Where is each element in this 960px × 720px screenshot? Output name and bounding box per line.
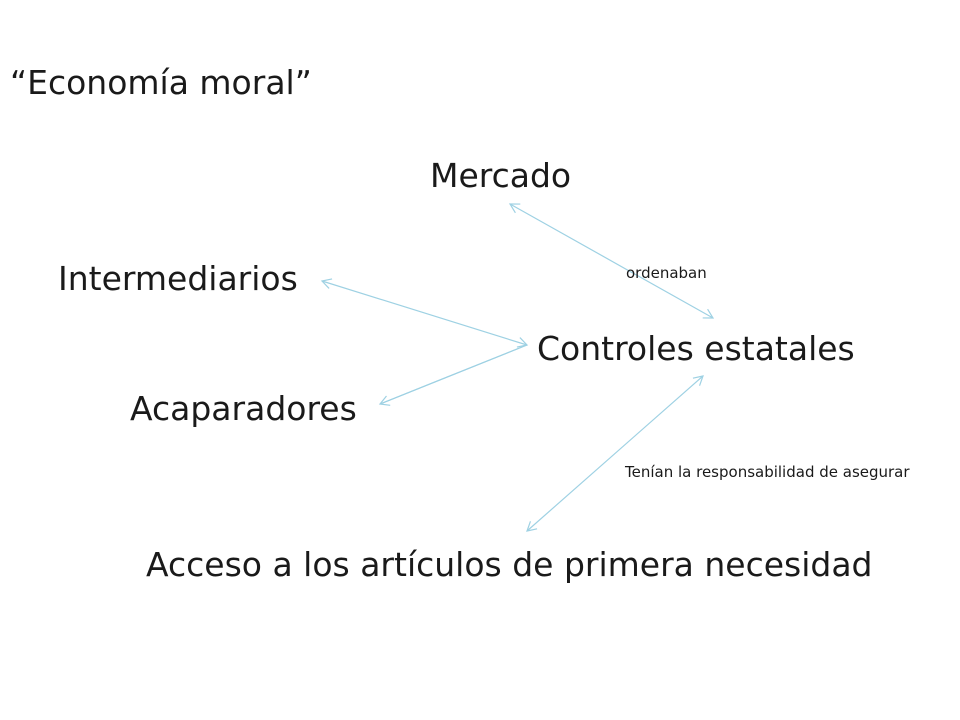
node-acceso-articulos: Acceso a los artículos de primera necesi… — [146, 545, 873, 584]
arrow-controles-acceso — [526, 375, 704, 532]
arrow-mercado-controles — [508, 203, 715, 319]
node-mercado: Mercado — [430, 156, 572, 195]
node-intermediarios: Intermediarios — [58, 259, 298, 298]
node-acaparadores: Acaparadores — [130, 389, 357, 428]
node-controles-estatales: Controles estatales — [537, 329, 855, 368]
edge-label-tenian: Tenían la responsabilidad de asegurar — [625, 463, 910, 481]
arrow-acaparadores-head — [378, 344, 528, 406]
slide-title: “Economía moral” — [10, 63, 312, 102]
edge-label-ordenaban: ordenaban — [626, 264, 707, 282]
arrow-intermediarios-controles — [320, 278, 529, 348]
